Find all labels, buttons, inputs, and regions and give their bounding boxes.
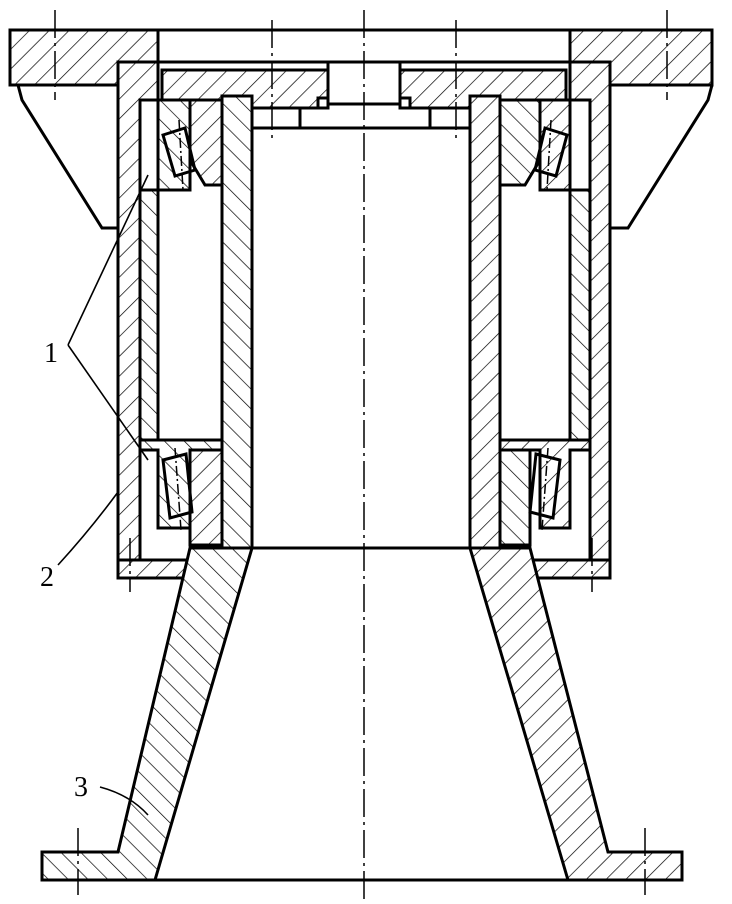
central-shaft bbox=[220, 94, 502, 550]
center-lines bbox=[54, 10, 668, 900]
outer-housing bbox=[116, 60, 612, 580]
callout-1: 1 bbox=[44, 338, 58, 369]
conical-base bbox=[40, 546, 684, 882]
lower-bearing-left bbox=[138, 438, 224, 547]
callout-3: 3 bbox=[74, 772, 88, 803]
upper-bearing-left bbox=[156, 98, 224, 192]
callout-2: 2 bbox=[40, 562, 54, 593]
leader-lines bbox=[57, 174, 149, 816]
upper-bearing-right bbox=[498, 98, 572, 192]
lower-bearing-right bbox=[498, 438, 592, 547]
